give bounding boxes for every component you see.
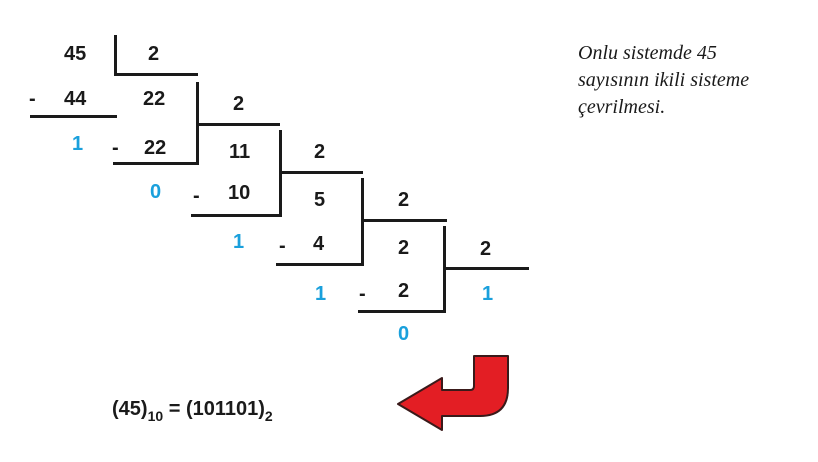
product-2: 10 [228,182,251,204]
divisor-2: 2 [314,141,326,163]
caption-line-1: Onlu sistemde 45 [578,42,717,64]
result-formula: (45)10 = (101101)2 [112,398,273,424]
product-4: 2 [398,280,410,302]
divisor-4: 2 [480,238,492,260]
remainder-4: 0 [398,323,410,345]
remainder-0: 1 [72,133,84,155]
caption: Onlu sistemde 45 sayısının ikili sisteme… [578,40,808,121]
arrow-shape [397,355,509,431]
final-quotient: 1 [482,283,494,305]
caption-line-2: sayısının ikili sisteme [578,69,750,91]
product-3: 4 [313,233,325,255]
remainder-3: 1 [315,283,327,305]
result-equals: = [163,398,186,420]
quotient-bar-1 [196,123,280,126]
remainder-2: 1 [233,231,245,253]
result-binary-base: 2 [264,408,273,424]
subtraction-bar-4 [358,310,446,313]
minus-sign-3: - [279,235,286,257]
subtraction-bar-3 [276,263,364,266]
quotient-bar-2 [279,171,363,174]
minus-sign-4: - [359,283,366,305]
product-0: 44 [64,88,87,110]
divisor-0: 2 [148,43,160,65]
minus-sign-0: - [29,88,36,110]
quotient-3: 2 [398,237,410,259]
remainder-1: 0 [150,181,162,203]
curved-return-arrow-icon [397,355,509,431]
divisor-1: 2 [233,93,245,115]
quotient-1: 11 [229,141,251,163]
divisor-3: 2 [398,189,410,211]
minus-sign-1: - [112,137,119,159]
dividend-0: 45 [64,43,87,65]
product-1: 22 [144,137,167,159]
subtraction-bar-1 [113,162,199,165]
quotient-2: 5 [314,189,326,211]
quotient-bar-4 [443,267,529,270]
caption-line-3: çevrilmesi. [578,96,666,118]
subtraction-bar-2 [191,214,282,217]
quotient-0: 22 [143,88,166,110]
divider-vertical-3 [361,178,364,266]
quotient-bar-0 [114,73,198,76]
quotient-bar-3 [361,219,447,222]
result-decimal-base: 10 [147,408,164,424]
result-binary: (101101) [185,398,265,420]
divider-vertical-0 [114,35,117,75]
subtraction-bar-0 [30,115,117,118]
result-decimal: (45) [112,398,148,420]
minus-sign-2: - [193,185,200,207]
